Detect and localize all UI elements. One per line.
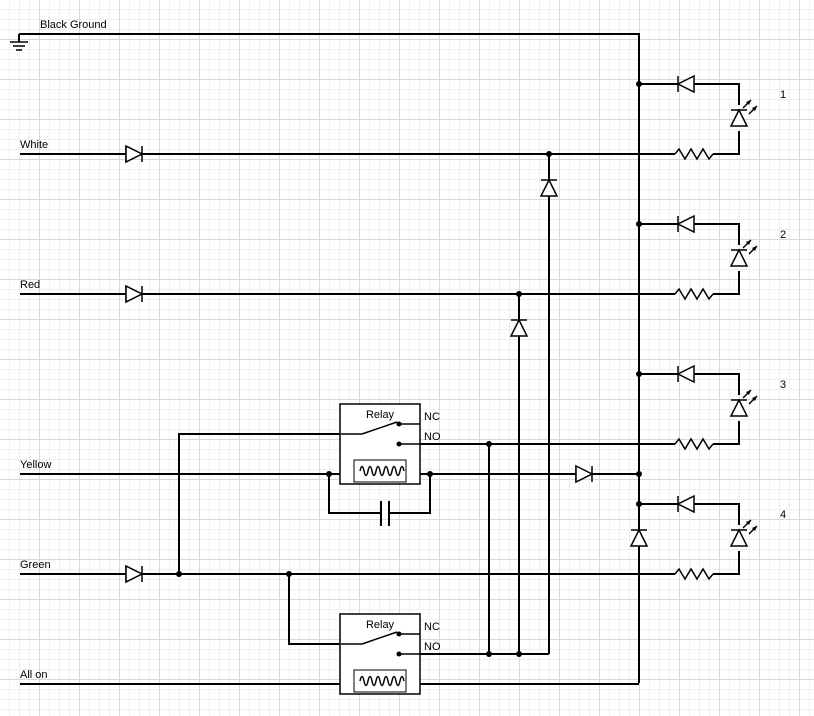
relay-1-title: Relay: [366, 409, 395, 421]
led-2-resistor-icon: [674, 288, 714, 300]
led-4-return-diode-icon: [677, 495, 695, 513]
white-wire: [20, 145, 675, 654]
led-2-number: 2: [780, 229, 786, 241]
led-1-return-diode-icon: [677, 75, 695, 93]
led-branch-4: [639, 495, 758, 580]
yellow-diode-icon: [575, 465, 593, 483]
relay-1: Relay: [339, 403, 421, 485]
led-4-resistor-icon: [674, 568, 714, 580]
white-input-label: White: [20, 139, 48, 151]
led-branch-2: [639, 215, 758, 300]
green-wire: [20, 433, 675, 645]
led-3-return-diode-icon: [677, 365, 695, 383]
white-diode-icon: [125, 145, 143, 163]
red-diode-icon: [125, 285, 143, 303]
green-diode-icon: [125, 565, 143, 583]
red-input-label: Red: [20, 279, 40, 291]
yellow-input-label: Yellow: [20, 459, 51, 471]
relay-1-no-label: NO: [424, 431, 441, 443]
all-on-input-label: All on: [20, 669, 48, 681]
relay-2-title: Relay: [366, 619, 395, 631]
red-bypass-diode-icon: [510, 319, 528, 337]
green-input-label: Green: [20, 559, 51, 571]
relay-switch-icon: [361, 631, 398, 645]
all-on-diode-icon: [630, 529, 648, 547]
all-on-wire: [20, 529, 648, 685]
relay-2-nc-label: NC: [424, 621, 440, 633]
led-1-number: 1: [780, 89, 786, 101]
ground-symbol: [10, 34, 28, 51]
relay-2-no-label: NO: [424, 641, 441, 653]
led-2-return-diode-icon: [677, 215, 695, 233]
white-bypass-diode-icon: [540, 179, 558, 197]
led-3-icon: [730, 389, 758, 417]
led-4-number: 4: [780, 509, 786, 521]
relay-2: Relay: [339, 613, 421, 695]
ground-label: Black Ground: [40, 19, 107, 31]
led-2-icon: [730, 239, 758, 267]
led-branch-1: [639, 75, 758, 160]
led-1-resistor-icon: [674, 148, 714, 160]
ground-wire: [19, 33, 640, 683]
led-4-icon: [730, 519, 758, 547]
relay-1-nc-label: NC: [424, 411, 440, 423]
led-branch-3: [639, 365, 758, 450]
led-1-icon: [730, 99, 758, 127]
relay-switch-icon: [361, 421, 398, 435]
led-3-resistor-icon: [674, 438, 714, 450]
led-3-number: 3: [780, 379, 786, 391]
junction-dots: [176, 81, 642, 657]
